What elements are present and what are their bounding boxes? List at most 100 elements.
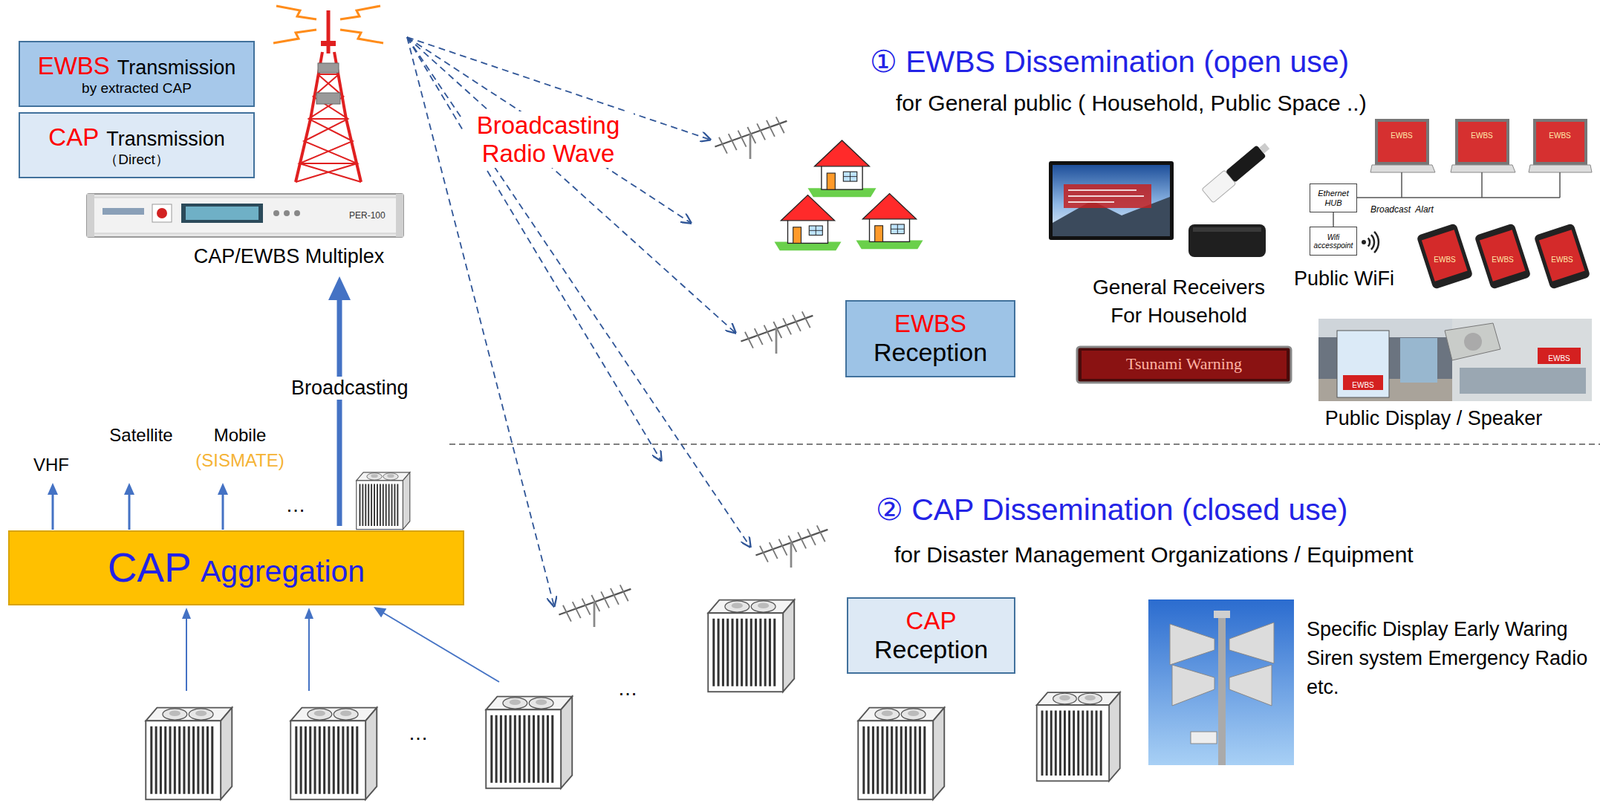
broadcast-tower — [317, 63, 339, 73]
label-box: EWBS — [1390, 127, 1413, 142]
label-box: … — [285, 493, 307, 517]
radio-bolt — [273, 29, 317, 44]
phone-icon — [1533, 222, 1592, 290]
broadcast-arrow — [328, 276, 351, 526]
channel-label: Mobile — [213, 424, 267, 446]
screen-text: EWBS — [1433, 255, 1456, 265]
laptop-icon — [1455, 118, 1510, 165]
channel-label: Satellite — [109, 424, 173, 446]
wifi-symbol — [1361, 239, 1367, 245]
siren-photo — [1172, 664, 1215, 706]
tv-dongle — [1225, 144, 1267, 183]
ellipsis: … — [408, 722, 429, 746]
input-arrow — [181, 606, 500, 691]
public-display-photo — [1459, 367, 1586, 394]
channel-arrow — [47, 482, 229, 530]
tv-receiver — [1068, 190, 1144, 203]
server-icon — [485, 696, 572, 789]
radio-bolt — [276, 5, 317, 20]
wave-label: Broadcasting Radio Wave — [462, 111, 634, 168]
house-icon — [808, 140, 877, 197]
laptop-icon — [1528, 164, 1592, 173]
multiplex-device — [273, 210, 280, 217]
public-display-photo — [1318, 318, 1592, 402]
laptop-icon — [1370, 118, 1592, 173]
transmission-box: CAPTransmission（Direct） — [18, 112, 255, 179]
radio-wave — [407, 37, 555, 607]
antenna-icon — [558, 116, 828, 627]
box-title: CAP — [852, 606, 1010, 636]
phone-icon — [1416, 222, 1474, 290]
multiplex-device — [102, 207, 145, 215]
label-box: Broadcasting — [288, 376, 411, 400]
label-box: VHF — [33, 454, 70, 476]
screen-text: EWBS — [1351, 381, 1374, 390]
siren-photo — [1169, 623, 1215, 665]
server-icon — [145, 707, 232, 800]
phone-icon — [1474, 222, 1532, 290]
box-title: EWBS — [37, 51, 110, 81]
laptop-icon — [1533, 118, 1588, 165]
accesspoint-box: Wifi accesspoint — [1309, 226, 1358, 256]
box-text: Aggregation — [200, 554, 365, 590]
multiplex-device — [152, 204, 172, 223]
ellipsis: … — [618, 677, 639, 701]
label-box: Public Display / Speaker — [1325, 407, 1543, 431]
input-arrow — [308, 618, 310, 691]
set-top-box — [1188, 224, 1266, 258]
section-subheading: for General public ( Household, Public S… — [895, 90, 1367, 117]
multiplex-device — [156, 207, 168, 219]
label-box: ① EWBS Dissemination (open use) — [869, 44, 1349, 80]
figure-caption: Public WiFi — [1293, 267, 1395, 291]
siren-photo — [1229, 622, 1274, 664]
input-arrow — [383, 612, 500, 682]
server-icon — [145, 472, 1120, 800]
public-display-photo — [1444, 323, 1501, 361]
phone-icon — [1474, 222, 1532, 290]
phone-icon — [1539, 229, 1586, 281]
label-box: General Receivers For Household — [1074, 273, 1283, 330]
antenna-icon — [755, 525, 828, 568]
box-title: Wifi accesspoint — [1312, 233, 1355, 250]
transmission-box: EWBSTransmissionby extracted CAP — [18, 40, 255, 107]
label-box: Tsunami Warning — [1126, 354, 1242, 373]
arrow-label: Broadcasting — [288, 376, 411, 400]
tv-dongle — [1201, 138, 1274, 203]
broadcast-tower — [295, 74, 358, 182]
multiplex-device — [294, 210, 301, 217]
server-icon — [1036, 692, 1121, 781]
multiplex-device — [395, 193, 404, 237]
label-box: … — [408, 722, 429, 746]
public-display-photo — [1537, 347, 1581, 364]
house-icon — [856, 193, 924, 250]
label-box: Specific Display Early Waring Siren syst… — [1306, 615, 1597, 702]
tv-receiver — [1048, 161, 1174, 240]
label-box: Broadcast Alart — [1370, 202, 1434, 216]
box-title: CAP — [48, 123, 99, 152]
antenna-icon — [714, 116, 787, 159]
server-icon — [857, 707, 945, 800]
antenna-icon — [558, 584, 631, 627]
box-text: Reception — [851, 337, 1010, 367]
tv-dongle — [1259, 143, 1270, 154]
screen-text: EWBS — [1390, 131, 1413, 141]
radio-bolt — [340, 29, 384, 44]
figure-caption: Public Display / Speaker — [1325, 407, 1543, 431]
phone-icon — [1533, 222, 1592, 290]
device-model: PER-100 — [349, 210, 386, 222]
section-heading: ② CAP Dissemination (closed use) — [875, 492, 1348, 528]
laptop-icon — [1536, 121, 1585, 162]
broadcast-tower — [320, 40, 336, 47]
set-top-box — [1188, 224, 1266, 258]
channel-arrow — [124, 482, 135, 495]
input-arrow — [304, 607, 314, 619]
channel-label: (SISMATE) — [195, 450, 285, 471]
channel-arrow — [51, 493, 55, 530]
laptop-icon — [1377, 121, 1427, 162]
multiplex-device — [86, 193, 95, 237]
server-icon — [356, 472, 411, 530]
broadcast-arrow — [328, 276, 351, 301]
